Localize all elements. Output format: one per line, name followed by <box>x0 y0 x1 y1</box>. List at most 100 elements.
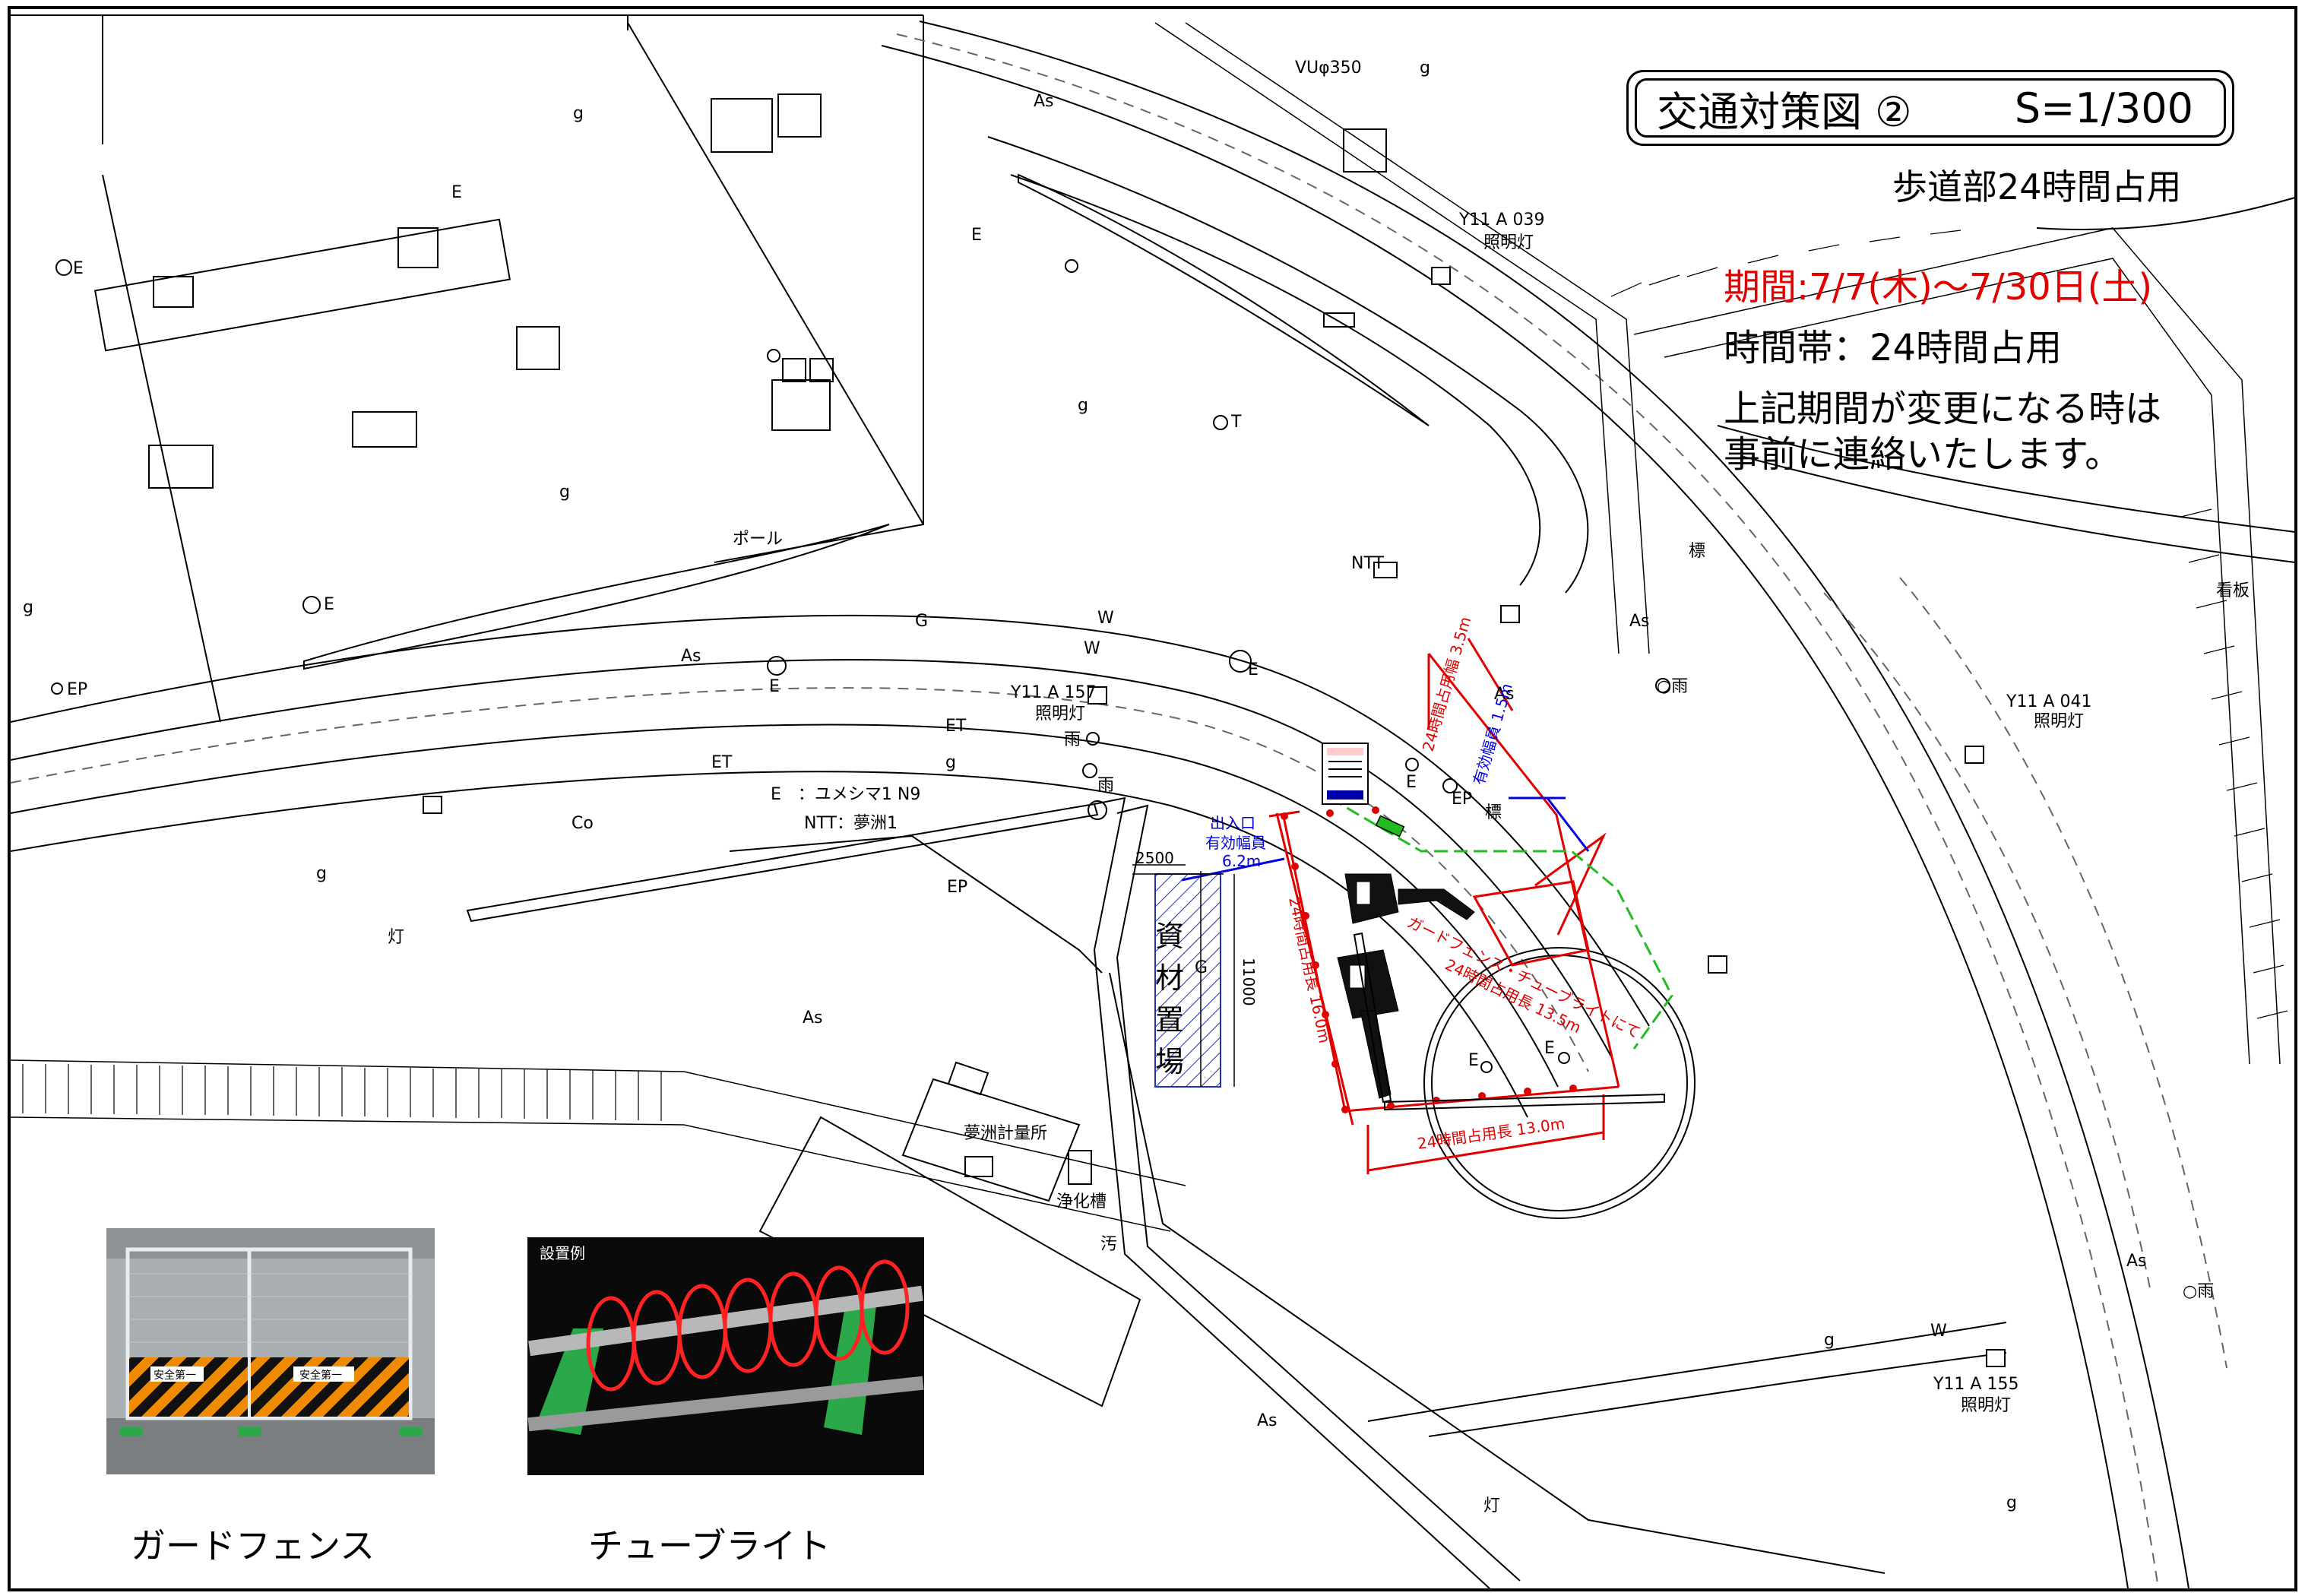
e-label-1: E <box>451 183 462 202</box>
time-band-note: 時間帯：24時間占用 <box>1724 327 2063 369</box>
as-label-7: As <box>2126 1252 2147 1271</box>
storage-dimensions <box>1132 864 1235 1087</box>
ep-label-3: EP <box>947 878 967 897</box>
barrier-marker <box>1375 815 1405 838</box>
drawing-scale: S=1/300 <box>2014 84 2193 132</box>
ame-label-2: 雨 <box>1097 776 1114 795</box>
e-info-label: E ：ユメシマ1 N9 <box>771 785 920 804</box>
kanban-label: 看板 <box>2216 581 2250 600</box>
g-label-4: g <box>559 483 570 502</box>
hi-label-1: 灯 <box>388 928 404 947</box>
tube-light-photo: 設置例 <box>527 1237 924 1475</box>
vu-pipe-label: VUφ350 <box>1295 59 1362 78</box>
guard-fence-photo: 安全第一 安全第一 <box>106 1228 435 1474</box>
weighing-station <box>901 1061 1092 1202</box>
curb-ticks <box>22 230 2288 1121</box>
drawing-title: 交通対策図 ② <box>1657 87 1912 136</box>
storage-char-3: 置 <box>1155 1003 1184 1037</box>
tube-example-label: 設置例 <box>540 1244 585 1262</box>
w-label-1: W <box>1097 609 1114 628</box>
light-label-155: 照明灯 <box>1961 1396 2011 1415</box>
e-label-3: E <box>971 226 982 245</box>
gg-label-2: G <box>1195 958 1208 977</box>
e-label-5: E <box>769 677 780 696</box>
as-label-2: As <box>681 647 701 666</box>
t-label: T <box>1230 413 1242 432</box>
co-label: Co <box>572 814 594 833</box>
ntt-label: NTT <box>1351 554 1385 573</box>
storage-char-2: 材 <box>1155 961 1184 995</box>
e-label-7: E <box>1406 773 1417 792</box>
notice-board <box>1322 743 1369 805</box>
o-label: 汚 <box>1100 1235 1117 1254</box>
entrance-label-2: 有効幅員 <box>1205 834 1266 852</box>
change-note-line-2: 事前に連絡いたします。 <box>1724 433 2122 476</box>
light-id-157: Y11 A 157 <box>1010 683 1096 702</box>
entrance-label-3: 6.2m <box>1222 852 1261 870</box>
keiryo-label: 夢洲計量所 <box>964 1124 1047 1143</box>
occupancy-dots <box>1281 806 1577 1113</box>
storage-area <box>1132 871 1224 1088</box>
ame-label-1: 雨 <box>1064 730 1081 749</box>
e-label-6: E <box>1248 660 1259 679</box>
g-label-5: g <box>23 598 33 617</box>
as-label-6: As <box>1257 1411 1278 1430</box>
guard-fence-caption: ガードフェンス <box>131 1525 375 1566</box>
title-box: 交通対策図 ② S=1/300 <box>1626 70 2234 146</box>
ame-label-3: ○雨 <box>1657 677 1688 696</box>
as-label-3: As <box>1494 685 1515 704</box>
e-label-4: E <box>324 595 334 614</box>
tube-light-caption: チューブライト <box>588 1525 831 1566</box>
dim-2500: 2500 <box>1135 849 1174 867</box>
dim-11000: 11000 <box>1240 958 1258 1006</box>
drawing-subtitle: 歩道部24時間占用 <box>1892 166 2182 207</box>
period-note: 期間:7/7(木)～7/30日(土) <box>1724 266 2153 309</box>
g-label-3: g <box>1078 396 1088 415</box>
curb-hatching <box>10 22 2281 1232</box>
map-labels: VUφ350 Y11 A 039 照明灯 Y11 A 157 照明灯 Y11 A… <box>23 59 2250 1515</box>
e-label-9: E <box>1544 1039 1555 1058</box>
light-id-039: Y11 A 039 <box>1458 211 1544 230</box>
g-label-9: g <box>2006 1493 2017 1512</box>
hydrant-markers <box>423 267 2006 1367</box>
light-id-155: Y11 A 155 <box>1933 1375 2018 1394</box>
tube-light-image: 設置例 <box>527 1237 924 1475</box>
jokaso-label: 浄化槽 <box>1056 1192 1107 1211</box>
title-box-inner: 交通対策図 ② S=1/300 <box>1635 78 2226 138</box>
light-label-039: 照明灯 <box>1483 233 1534 252</box>
e-label-8: E <box>1468 1051 1479 1070</box>
light-id-041: Y11 A 041 <box>2006 692 2091 711</box>
fence-safety-text-2: 安全第一 <box>299 1369 342 1382</box>
entrance-label-1: 出入口 <box>1210 814 1255 832</box>
equipment-boxes <box>148 93 1398 578</box>
lane-markings <box>10 33 2227 1589</box>
g-label-6: g <box>945 753 956 772</box>
hyo-label-2: 標 <box>1485 803 1502 822</box>
g-label-8: g <box>1824 1331 1835 1350</box>
sidewalk-fence <box>466 796 2007 1589</box>
g-label-7: g <box>316 864 327 883</box>
work-rails <box>1353 932 1665 1111</box>
et-label-1: ET <box>945 717 967 736</box>
as-label-4: As <box>1629 612 1650 631</box>
gg-label-1: G <box>915 612 928 631</box>
excavator-1 <box>1344 873 1475 924</box>
e-label-2: E <box>73 259 84 278</box>
hyo-label-1: 標 <box>1689 542 1705 561</box>
fence-route <box>1329 796 1673 1050</box>
as-label-5: As <box>803 1009 823 1028</box>
ntt-info-label: NTT：夢洲1 <box>804 814 898 833</box>
ep-label-2: EP <box>1452 790 1472 809</box>
change-note-line-1: 上記期間が変更になる時は <box>1724 388 2162 430</box>
light-label-157: 照明灯 <box>1035 705 1085 724</box>
storage-char-1: 資 <box>1155 920 1184 953</box>
as-label-1: As <box>1034 92 1054 111</box>
w-label-3: W <box>1930 1322 1947 1341</box>
guard-fence-image: 安全第一 安全第一 <box>106 1228 435 1474</box>
planter-strips <box>303 173 1430 670</box>
g-label-2: g <box>1420 59 1430 78</box>
storage-char-4: 場 <box>1155 1045 1184 1078</box>
ame-label-4: ○雨 <box>2183 1282 2214 1301</box>
g-label-1: g <box>573 104 584 123</box>
manhole-circles <box>51 259 1670 1073</box>
